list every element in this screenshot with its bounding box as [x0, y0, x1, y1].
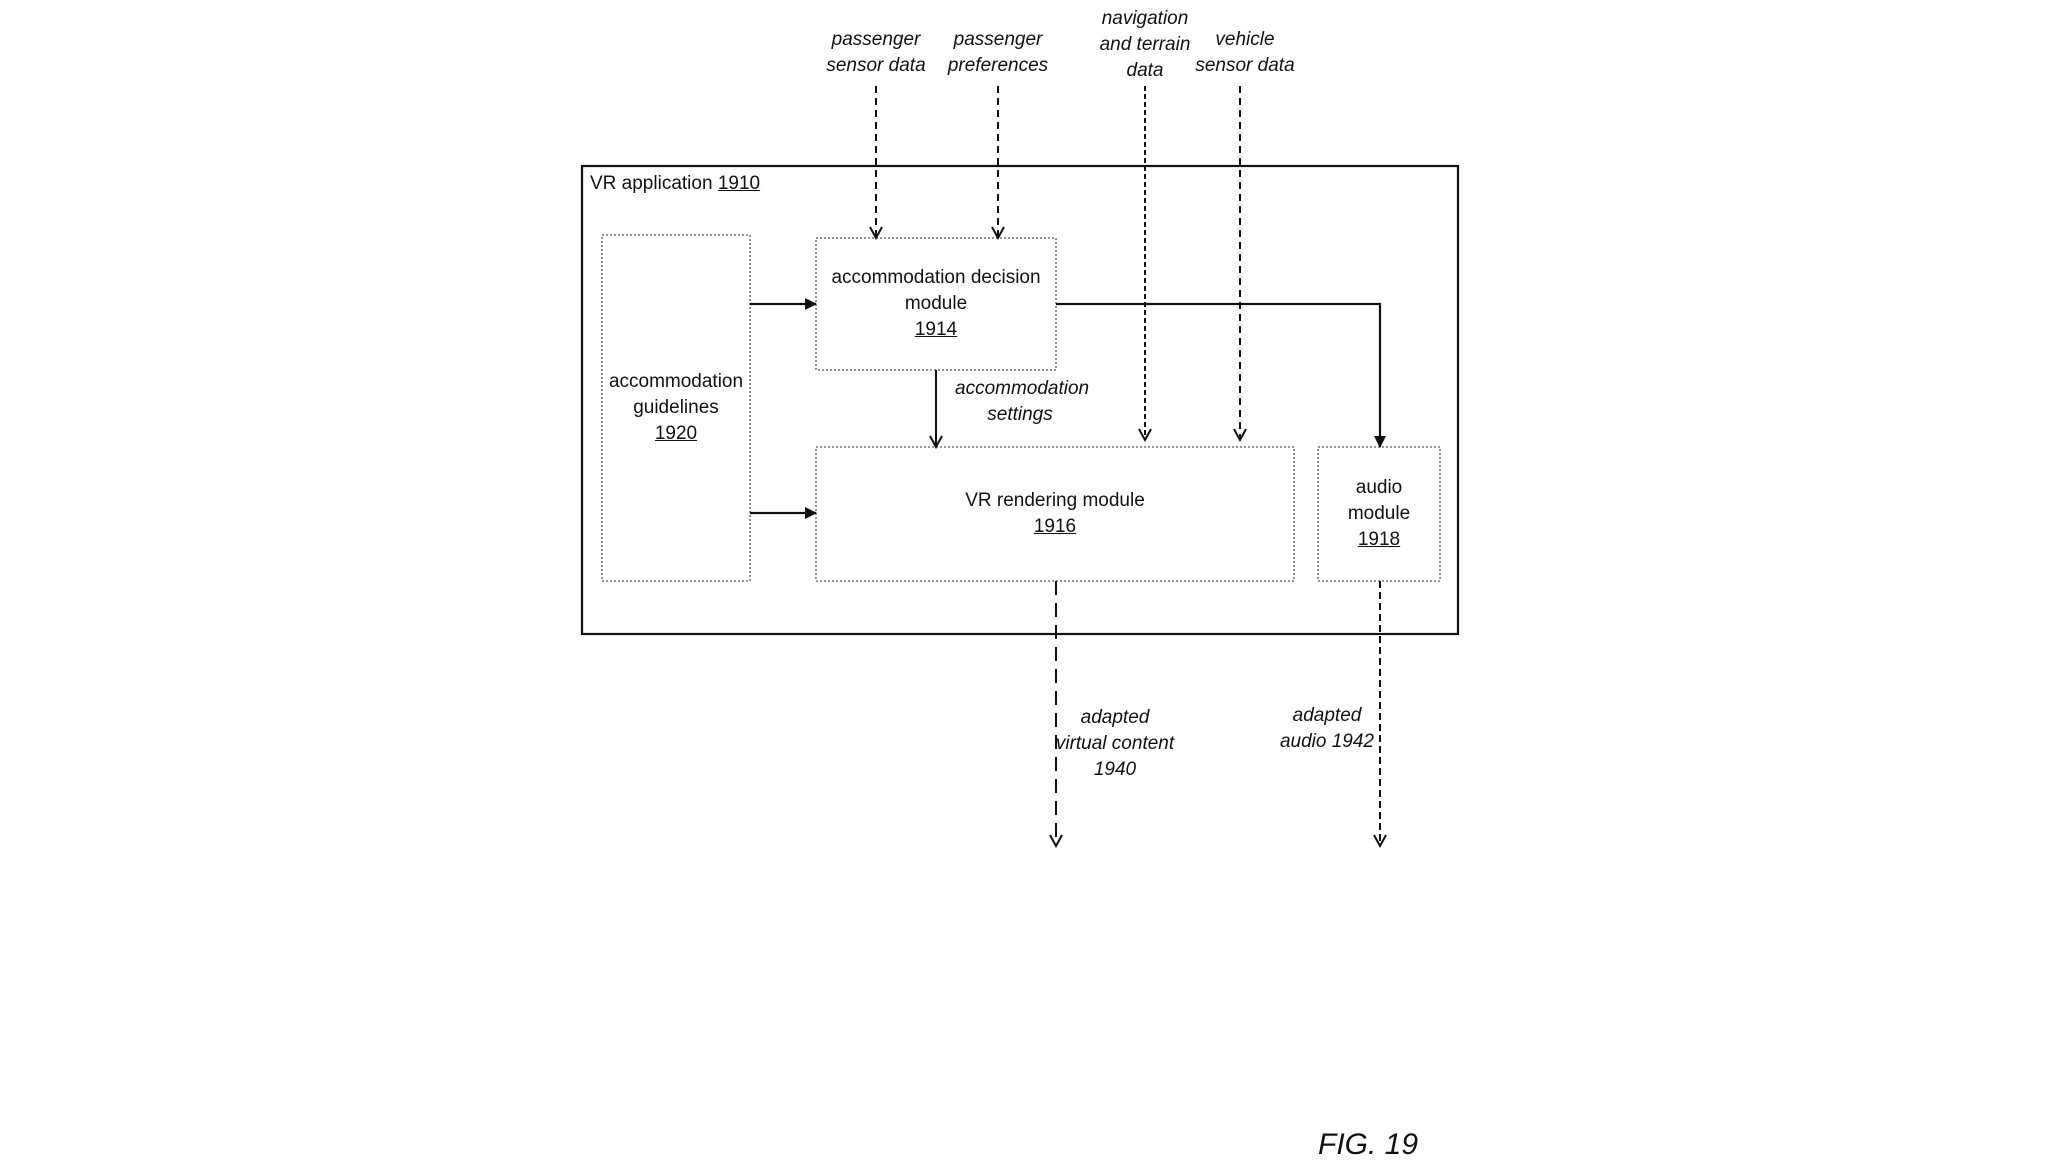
- label-line: passenger: [831, 29, 921, 50]
- module-line: module: [1347, 503, 1411, 524]
- label-line: sensor data: [1195, 55, 1295, 76]
- label-line: preferences: [947, 55, 1049, 76]
- label-adapted-audio: adapted audio 1942: [1262, 703, 1392, 755]
- label-accommodation-settings: accommodation settings: [955, 376, 1090, 428]
- module-line: audio: [1355, 477, 1403, 498]
- label-line: vehicle: [1215, 29, 1275, 50]
- vr-application-title: VR application 1910: [590, 171, 760, 197]
- guidelines-module: accommodation guidelines 1920: [602, 235, 750, 581]
- label-line: virtual content: [1055, 733, 1175, 754]
- module-ref: 1914: [914, 319, 958, 340]
- label-line: and terrain: [1099, 34, 1191, 55]
- label-line: passenger: [953, 29, 1043, 50]
- label-adapted-virtual-content: adapted virtual content 1940: [1050, 705, 1180, 783]
- vr-application-box: [580, 164, 1460, 636]
- module-ref: 1918: [1357, 529, 1401, 550]
- label-line: adapted: [1292, 705, 1362, 726]
- label-line: settings: [987, 404, 1053, 425]
- figure-label: FIG. 19: [1318, 1128, 1419, 1161]
- label-vehicle-sensor-data: vehicle sensor data: [1180, 27, 1310, 79]
- label-passenger-preferences: passenger preferences: [938, 27, 1058, 79]
- label-passenger-sensor-data: passenger sensor data: [816, 27, 936, 79]
- label-line: accommodation: [955, 378, 1090, 399]
- label-line: navigation: [1101, 8, 1189, 29]
- module-line: guidelines: [633, 397, 719, 418]
- guidelines-box: [601, 234, 751, 582]
- label-line: data: [1126, 60, 1164, 81]
- module-line: accommodation decision: [831, 267, 1041, 288]
- label-navigation-terrain: navigation and terrain data: [1085, 6, 1205, 84]
- module-ref: 1916: [1033, 516, 1077, 537]
- label-line: sensor data: [826, 55, 926, 76]
- label-line: audio 1942: [1279, 731, 1375, 752]
- decision-module: accommodation decision module 1914: [816, 238, 1056, 370]
- module-line: accommodation: [608, 371, 744, 392]
- rendering-module: VR rendering module 1916: [816, 447, 1294, 581]
- module-ref: 1920: [654, 423, 698, 444]
- label-line: adapted: [1080, 707, 1150, 728]
- arrow-decision-to-audio: [1056, 302, 1386, 448]
- audio-module: audio module 1918: [1318, 447, 1440, 581]
- module-line: VR rendering module: [965, 490, 1145, 511]
- container-ref: 1910: [717, 173, 761, 194]
- container-label: VR application: [590, 173, 713, 194]
- module-line: module: [904, 293, 968, 314]
- label-line: 1940: [1093, 759, 1137, 780]
